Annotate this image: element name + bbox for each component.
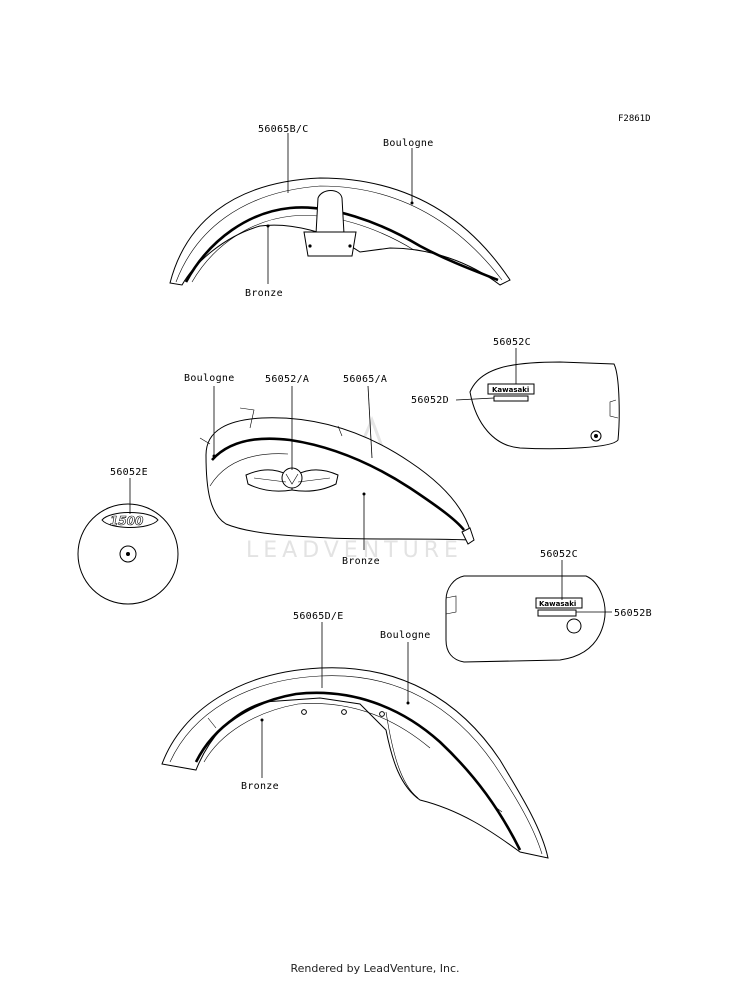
label-rear-fender-bronze: Bronze [245, 288, 283, 299]
label-round-badge: 56052E [110, 467, 148, 478]
round-badge-text: 1500 [110, 514, 143, 528]
label-tank-stripe: 56065/A [343, 374, 387, 385]
label-left-cover-side: 56052B [614, 608, 652, 619]
front-fender [161, 667, 549, 859]
svg-text:Kawasaki: Kawasaki [492, 386, 529, 394]
label-left-cover-top: 56052C [540, 549, 578, 560]
label-right-cover-top: 56052C [493, 337, 531, 348]
round-badge: 1500 [77, 503, 179, 605]
label-front-fender-boulogne: Boulogne [380, 630, 431, 641]
label-rear-fender-part: 56065B/C [258, 124, 309, 135]
tank-emblem [245, 467, 339, 492]
label-right-cover-side: 56052D [411, 395, 449, 406]
left-side-cover: Kawasaki [445, 575, 606, 663]
rear-fender [169, 177, 511, 286]
watermark-text: LEADVENTURE [246, 538, 463, 563]
label-front-fender-bronze: Bronze [241, 781, 279, 792]
right-side-cover: Kawasaki [469, 361, 620, 450]
label-tank-emblem: 56052/A [265, 374, 309, 385]
figure-id: F2861D [618, 114, 651, 124]
label-rear-fender-boulogne: Boulogne [383, 138, 434, 149]
label-tank-bronze: Bronze [342, 556, 380, 567]
svg-text:Kawasaki: Kawasaki [539, 600, 576, 608]
footer-credit: Rendered by LeadVenture, Inc. [290, 962, 460, 975]
fuel-tank [199, 407, 475, 545]
label-tank-boulogne: Boulogne [184, 373, 235, 384]
label-front-fender-part: 56065D/E [293, 611, 344, 622]
